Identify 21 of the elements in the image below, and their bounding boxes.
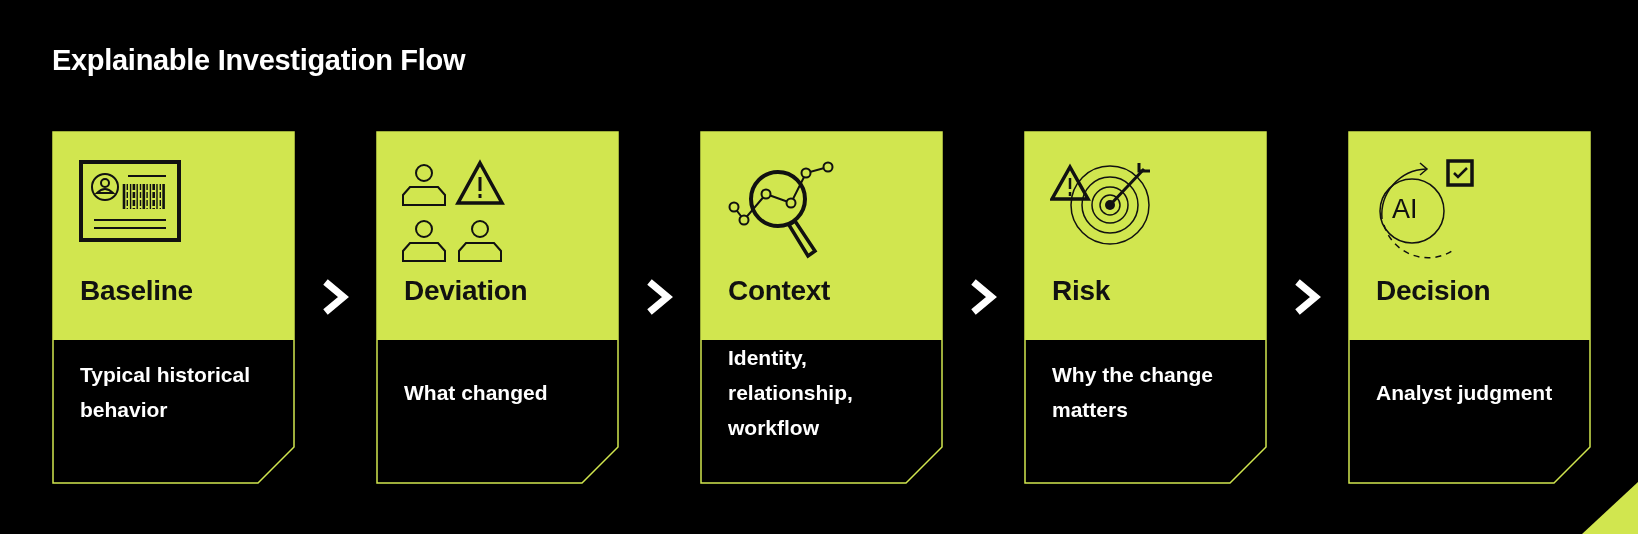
step-heading: Baseline: [80, 275, 193, 307]
step-heading: Deviation: [404, 275, 528, 307]
step-description: What changed: [404, 379, 548, 406]
chevron-arrow: [1295, 279, 1321, 315]
chevron-arrow: [971, 279, 997, 315]
step-card: [1024, 131, 1267, 484]
step-description: Identity, relationship, workflow: [728, 344, 854, 441]
step-heading: Context: [728, 275, 831, 307]
chevron-arrow: [323, 279, 349, 315]
step-card: [1348, 131, 1591, 484]
step-card: [700, 131, 943, 484]
chevron-arrow: [647, 279, 673, 315]
step-description: Typical historical behavior: [80, 362, 251, 423]
step-description: Analyst judgment: [1376, 379, 1553, 406]
step-card: [52, 131, 295, 484]
step-description: Why the change matters: [1052, 362, 1215, 423]
step-heading: Decision: [1376, 275, 1491, 307]
step-heading: Risk: [1052, 275, 1110, 307]
ai-icon-label: AI: [1392, 196, 1418, 223]
step-card: [376, 131, 619, 484]
diagram-title: Explainable Investigation Flow: [52, 44, 466, 77]
